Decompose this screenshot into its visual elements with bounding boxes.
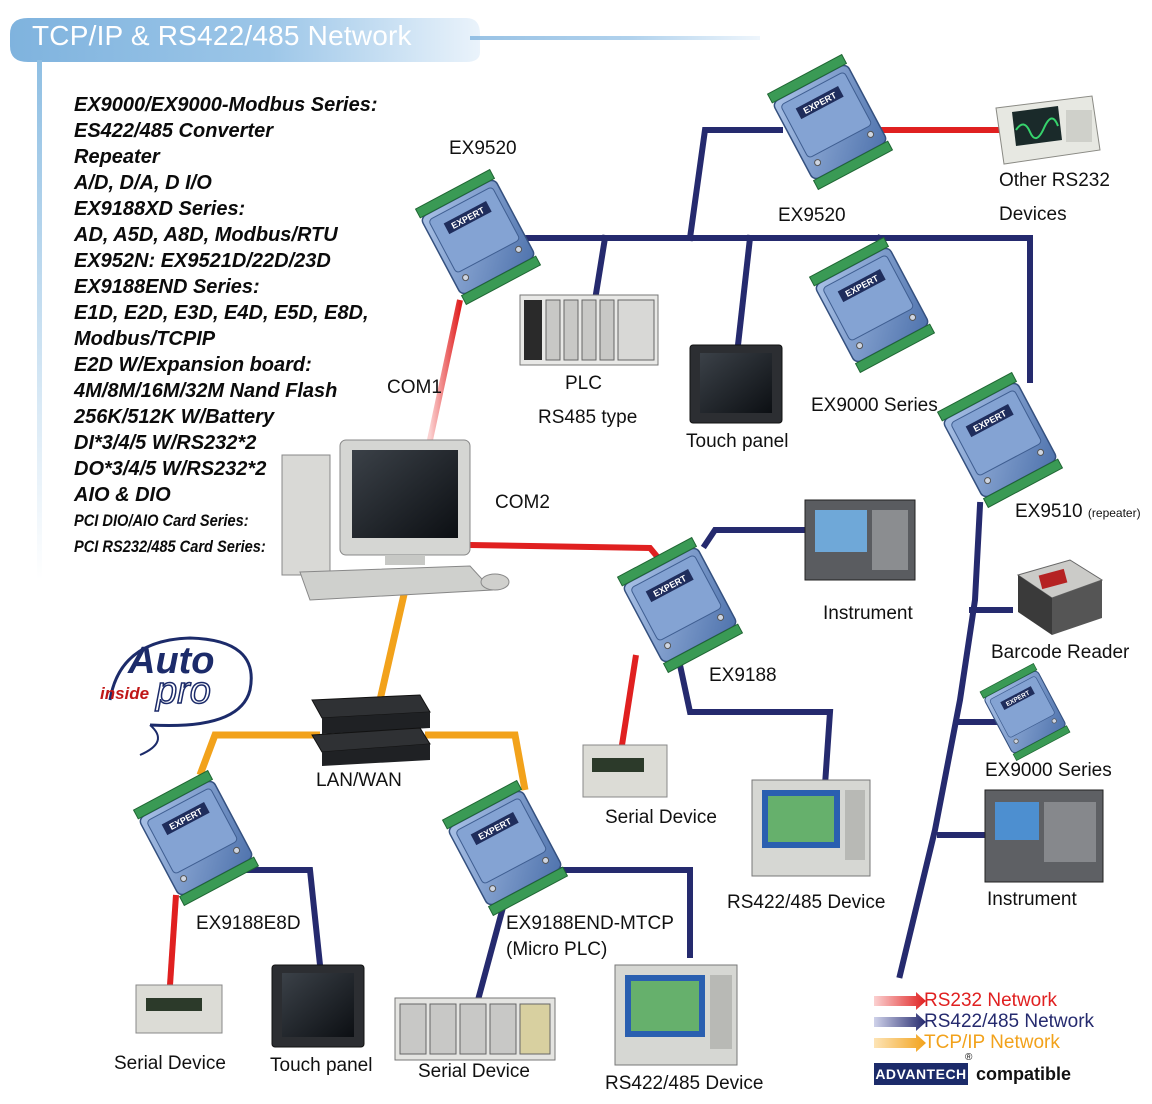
legend-tcpip-label: TCP/IP Network [924,1032,1060,1053]
header-vertical-line [37,60,42,580]
label-ex9520-left: EX9520 [449,138,517,159]
product-list-item: PCI RS232/485 Card Series: [74,537,266,556]
label-ex9188: EX9188 [709,665,777,686]
product-list-item: DI*3/4/5 W/RS232*2 [74,432,257,454]
tcpip-lines [196,589,529,791]
label-micro-plc: (Micro PLC) [506,939,608,960]
label-touch-panel-top: Touch panel [686,431,789,452]
product-list: EX9000/EX9000-Modbus Series: ES422/485 C… [74,92,434,560]
label-ex9188end-mtcp: EX9188END-MTCP [506,913,674,934]
rs422-device-mid [751,779,871,877]
advantech-logo: ADVANTECH [874,1063,968,1085]
label-other-rs232: Other RS232 [999,170,1110,191]
product-list-item: EX9188END Series: [74,276,260,298]
autopro-logo: Auto inside pro [100,640,270,730]
serial-device-bm [394,997,556,1061]
label-rs422-device-bm: RS422/485 Device [605,1073,764,1094]
compatible-text: compatible [976,1064,1072,1084]
ex9520-left-module [414,168,542,306]
label-serial-device-bl: Serial Device [114,1053,226,1074]
product-list-item: EX9000/EX9000-Modbus Series: [74,94,378,116]
touch-panel-bl-device [271,964,365,1048]
label-ex9188e8d: EX9188E8D [196,913,301,934]
label-ex9000-series-top: EX9000 Series [811,395,938,416]
ex9188e8d-module [132,769,260,907]
ex9000-top-module [808,236,936,374]
serial-device-mid [582,744,668,798]
product-list-item: E1D, E2D, E3D, E4D, E5D, E8D, [74,302,369,324]
logo-pro-text: pro [155,669,211,713]
product-list-item: PCI DIO/AIO Card Series: [74,511,249,530]
label-ex9000-series-right: EX9000 Series [985,760,1112,781]
label-serial-device-bm: Serial Device [418,1061,530,1082]
product-list-item: 256K/512K W/Battery [74,406,275,428]
label-lan-wan: LAN/WAN [316,770,402,791]
plc-device [519,294,659,366]
ex9510-module [936,371,1064,509]
registered-mark: ® [965,1052,973,1063]
label-ex9510: EX9510 (repeater) [1015,501,1141,523]
autopro-logo-swoosh [108,636,253,756]
logo-inside-text: inside [100,684,150,703]
label-ex9510-name: EX9510 [1015,501,1083,522]
label-rs422-device-mid: RS422/485 Device [727,892,886,913]
barcode-reader-device [1016,559,1104,635]
product-list-item: DO*3/4/5 W/RS232*2 [74,458,267,480]
label-rs485-type: RS485 type [538,407,638,428]
product-list-item: ES422/485 Converter [74,120,274,142]
legend-rs232-label: RS232 Network [924,990,1058,1011]
product-list-item: EX9188XD Series: [74,198,246,220]
label-instrument-right: Instrument [987,889,1077,910]
product-list-item: AIO & DIO [74,484,171,506]
label-ex9520-top: EX9520 [778,205,846,226]
label-serial-device-mid: Serial Device [605,807,717,828]
product-list-item: AD, A5D, A8D, Modbus/RTU [74,224,338,246]
rs485-lines [229,127,1033,1004]
product-list-item: A/D, D/A, D I/O [74,172,212,194]
product-list-item: Repeater [74,146,160,168]
label-com1: COM1 [387,377,442,398]
ex9188end-module [441,779,569,917]
label-devices: Devices [999,204,1067,225]
ex9520-top-module [766,53,894,191]
touch-panel-top-device [689,344,783,424]
label-repeater: (repeater) [1087,506,1141,520]
label-plc: PLC [565,373,602,394]
serial-device-bl [135,984,223,1034]
instrument-mid-device [804,499,916,581]
ex9000-right-module [979,662,1071,762]
ex9188-module [616,536,744,674]
label-barcode-reader: Barcode Reader [991,642,1130,663]
legend-arrows [874,992,926,1052]
product-list-item: 4M/8M/16M/32M Nand Flash [74,380,338,402]
product-list-item: EX952N: EX9521D/22D/23D [74,250,331,272]
legend-rs485-label: RS422/485 Network [924,1011,1095,1032]
instrument-right-device [984,789,1104,883]
page-title: TCP/IP & RS422/485 Network [32,20,412,51]
product-list-item: E2D W/Expansion board: [74,354,312,376]
rs422-device-bm [614,964,738,1066]
oscilloscope-device [995,95,1101,165]
header-bar [10,18,480,62]
label-touch-panel-bl: Touch panel [270,1055,373,1076]
lan-switch-device [311,694,431,766]
product-list-item: Modbus/TCPIP [74,328,216,350]
computer-device [281,439,510,601]
logo-auto-text: Auto [128,640,215,682]
label-instrument-mid: Instrument [823,603,913,624]
label-com2: COM2 [495,492,550,513]
